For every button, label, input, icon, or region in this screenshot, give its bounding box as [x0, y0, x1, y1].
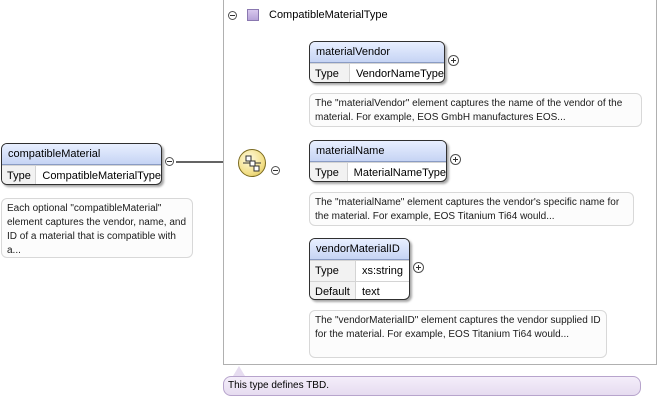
- element-material-vendor[interactable]: materialVendor Type VendorNameType: [309, 41, 445, 83]
- vendor-material-id-annotation: The "vendorMaterialID" element captures …: [309, 310, 607, 358]
- expand-material-vendor-icon[interactable]: [448, 55, 459, 66]
- expand-material-name-icon[interactable]: [450, 154, 461, 165]
- type-header: CompatibleMaterialType: [228, 6, 388, 24]
- material-vendor-annotation: The "materialVendor" element captures th…: [309, 93, 642, 127]
- element-title: vendorMaterialID: [310, 239, 409, 260]
- sequence-compositor-icon[interactable]: [238, 149, 266, 177]
- element-row: Type VendorNameType: [310, 63, 444, 82]
- collapse-sequence-icon[interactable]: [271, 166, 280, 175]
- root-annotation: Each optional "compatibleMaterial" eleme…: [1, 198, 193, 258]
- element-title: materialVendor: [310, 42, 444, 63]
- element-row: Default text: [310, 281, 409, 299]
- sequence-icon: [243, 155, 261, 172]
- element-row: Type xs:string: [310, 260, 409, 281]
- element-row: Type CompatibleMaterialType: [2, 165, 161, 184]
- collapse-type-icon[interactable]: [228, 10, 237, 20]
- material-name-annotation: The "materialName" element captures the …: [309, 192, 634, 226]
- expand-vendor-material-id-icon[interactable]: [413, 262, 424, 273]
- type-title: CompatibleMaterialType: [269, 9, 388, 21]
- element-title: compatibleMaterial: [2, 144, 161, 165]
- element-compatible-material[interactable]: compatibleMaterial Type CompatibleMateri…: [1, 143, 162, 185]
- element-material-name[interactable]: materialName Type MaterialNameType: [309, 140, 447, 182]
- collapse-root-icon[interactable]: [165, 157, 174, 166]
- element-vendor-material-id[interactable]: vendorMaterialID Type xs:string Default …: [309, 238, 410, 300]
- element-row: Type MaterialNameType: [310, 162, 446, 181]
- annotation-pointer: [233, 366, 245, 376]
- element-title: materialName: [310, 141, 446, 162]
- complex-type-icon: [247, 9, 259, 21]
- type-annotation: This type defines TBD.: [223, 376, 641, 396]
